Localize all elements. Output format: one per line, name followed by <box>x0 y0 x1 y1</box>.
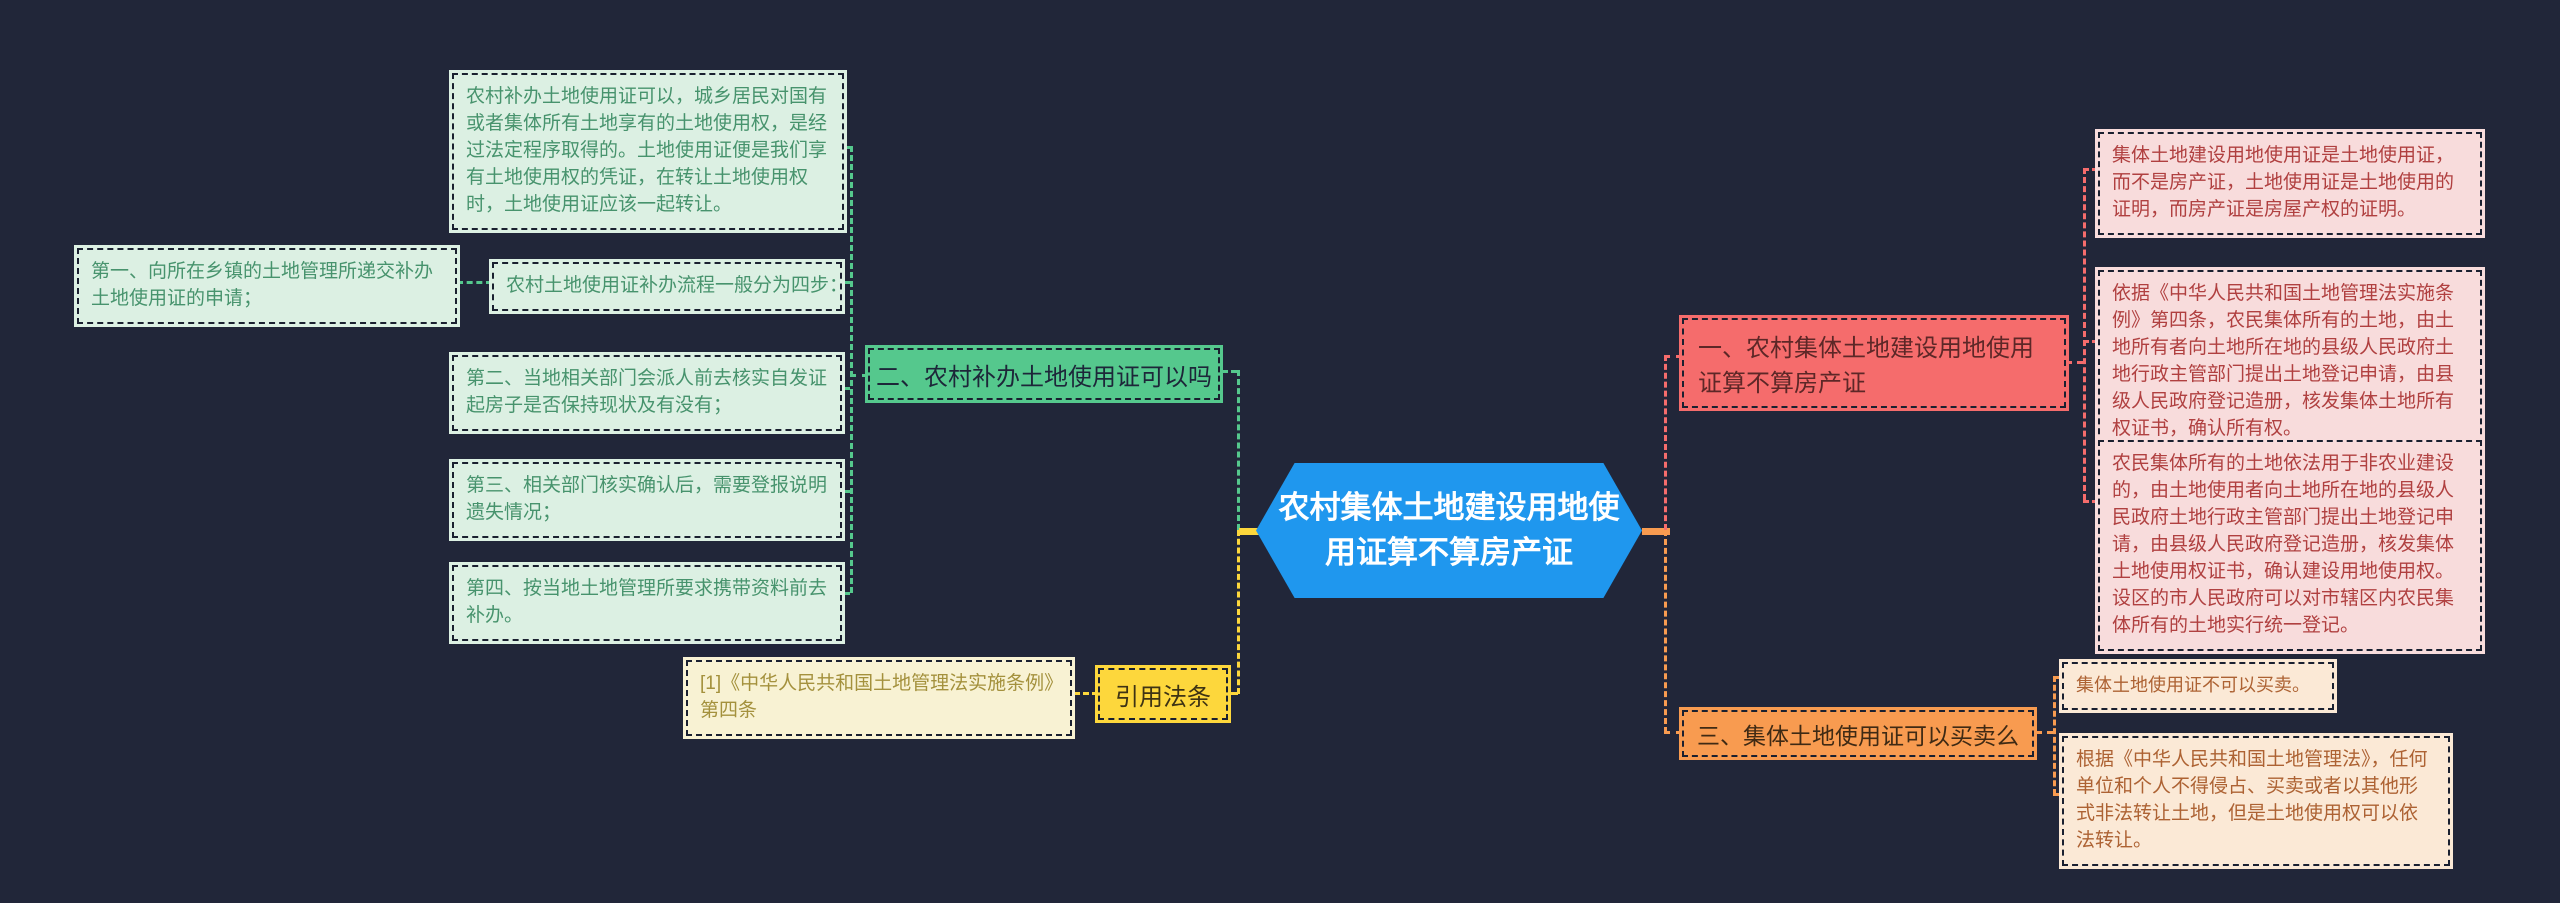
leaf-regulation-article4[interactable]: 依据《中华人民共和国土地管理法实施条例》第四条，农民集体所有的土地，由土地所有者… <box>2098 270 2482 454</box>
connector-node-two <box>850 374 868 377</box>
central-topic-node[interactable]: 农村集体土地建设用地使用证算不算房产证 <box>1256 463 1642 598</box>
leaf-step-four[interactable]: 第四、按当地土地管理所要求携带资料前去补办。 <box>452 565 842 641</box>
connector-second-box <box>836 387 850 390</box>
branch-node-one-label: 一、农村集体土地建设用地使用证算不算房产证 <box>1698 335 2034 397</box>
connector-fourth-box <box>836 592 850 595</box>
connector-citation-node <box>1228 692 1238 695</box>
connector-citation-leaf <box>1074 692 1098 695</box>
leaf-citation-law[interactable]: [1]《中华人民共和国土地管理法实施条例》第四条 <box>686 660 1072 736</box>
leaf-text: 第三、相关部门核实确认后，需要登报说明遗失情况； <box>466 475 828 523</box>
central-topic-label: 农村集体土地建设用地使用证算不算房产证 <box>1278 489 1620 570</box>
connector-peach1 <box>2053 676 2062 679</box>
citation-trunk <box>1237 530 1240 694</box>
connector-flow-box <box>836 281 850 284</box>
connector-peach2 <box>2053 793 2062 796</box>
connector-third-box <box>836 490 850 493</box>
connector-node-three <box>1664 731 1682 734</box>
leaf-text: 依据《中华人民共和国土地管理法实施条例》第四条，农民集体所有的土地，由土地所有者… <box>2112 283 2455 439</box>
leaf-text: 第四、按当地土地管理所要求携带资料前去补办。 <box>466 578 828 626</box>
leaf-step-one[interactable]: 第一、向所在乡镇的土地管理所递交补办土地使用证的申请； <box>77 248 457 324</box>
connector-node-one <box>1664 355 1682 358</box>
connector-node-one-right <box>2066 361 2083 364</box>
citation-node[interactable]: 引用法条 <box>1098 668 1228 720</box>
branch-node-three-label: 三、集体土地使用证可以买卖么 <box>1697 722 2019 749</box>
leaf-cert-definition[interactable]: 集体土地建设用地使用证是土地使用证，而不是房产证，土地使用证是土地使用的证明，而… <box>2098 132 2482 235</box>
branch-node-one[interactable]: 一、农村集体土地建设用地使用证算不算房产证 <box>1682 318 2066 408</box>
leaf-text: 集体土地建设用地使用证是土地使用证，而不是房产证，土地使用证是土地使用的证明，而… <box>2112 145 2455 220</box>
leaf-flow-steps[interactable]: 农村土地使用证补办流程一般分为四步： <box>492 262 848 311</box>
leaf-text: 根据《中华人民共和国土地管理法》，任何单位和个人不得侵占、买卖或者以其他形式非法… <box>2076 749 2428 851</box>
leaf-text: 农村土地使用证补办流程一般分为四步： <box>506 275 849 296</box>
center-right-stub <box>1642 528 1670 535</box>
branch-two-child-spine <box>850 146 853 593</box>
connector-pink1 <box>2083 168 2098 171</box>
connector-first-to-flow <box>457 281 492 284</box>
leaf-nonagricultural-use[interactable]: 农民集体所有的土地依法用于非农业建设的，由土地使用者向土地所在地的县级人民政府土… <box>2098 440 2482 651</box>
branch-node-two-label: 二、农村补办土地使用证可以吗 <box>876 363 1212 391</box>
leaf-text: 农村补办土地使用证可以，城乡居民对国有或者集体所有土地享有的土地使用权，是经过法… <box>466 86 828 215</box>
leaf-step-three[interactable]: 第三、相关部门核实确认后，需要登报说明遗失情况； <box>452 462 842 538</box>
branch-one-trunk <box>1664 355 1667 530</box>
branch-node-two[interactable]: 二、农村补办土地使用证可以吗 <box>868 348 1220 400</box>
leaf-text: 第二、当地相关部门会派人前去核实自发证起房子是否保持现状及有没有； <box>466 368 828 416</box>
connector-node-three-right <box>2036 731 2053 734</box>
connector-pink2 <box>2083 340 2098 343</box>
citation-node-label: 引用法条 <box>1115 683 1211 711</box>
leaf-land-law-basis[interactable]: 根据《中华人民共和国土地管理法》，任何单位和个人不得侵占、买卖或者以其他形式非法… <box>2062 736 2450 866</box>
leaf-text: 农民集体所有的土地依法用于非农业建设的，由土地使用者向土地所在地的县级人民政府土… <box>2112 453 2455 636</box>
branch-one-child-spine <box>2083 168 2086 500</box>
connector-pink3 <box>2083 500 2098 503</box>
branch-two-trunk <box>1237 370 1240 530</box>
branch-node-three[interactable]: 三、集体土地使用证可以买卖么 <box>1682 710 2034 757</box>
leaf-step-two[interactable]: 第二、当地相关部门会派人前去核实自发证起房子是否保持现状及有没有； <box>452 355 842 431</box>
leaf-text: [1]《中华人民共和国土地管理法实施条例》第四条 <box>700 673 1054 721</box>
leaf-text: 第一、向所在乡镇的土地管理所递交补办土地使用证的申请； <box>91 261 434 309</box>
branch-three-child-spine <box>2053 676 2056 795</box>
leaf-text: 集体土地使用证不可以买卖。 <box>2076 675 2310 695</box>
leaf-buban-description[interactable]: 农村补办土地使用证可以，城乡居民对国有或者集体所有土地享有的土地使用权，是经过法… <box>452 73 844 230</box>
connector-node-two-right <box>1222 370 1237 373</box>
leaf-no-sale[interactable]: 集体土地使用证不可以买卖。 <box>2062 662 2334 710</box>
branch-three-trunk <box>1664 530 1667 733</box>
